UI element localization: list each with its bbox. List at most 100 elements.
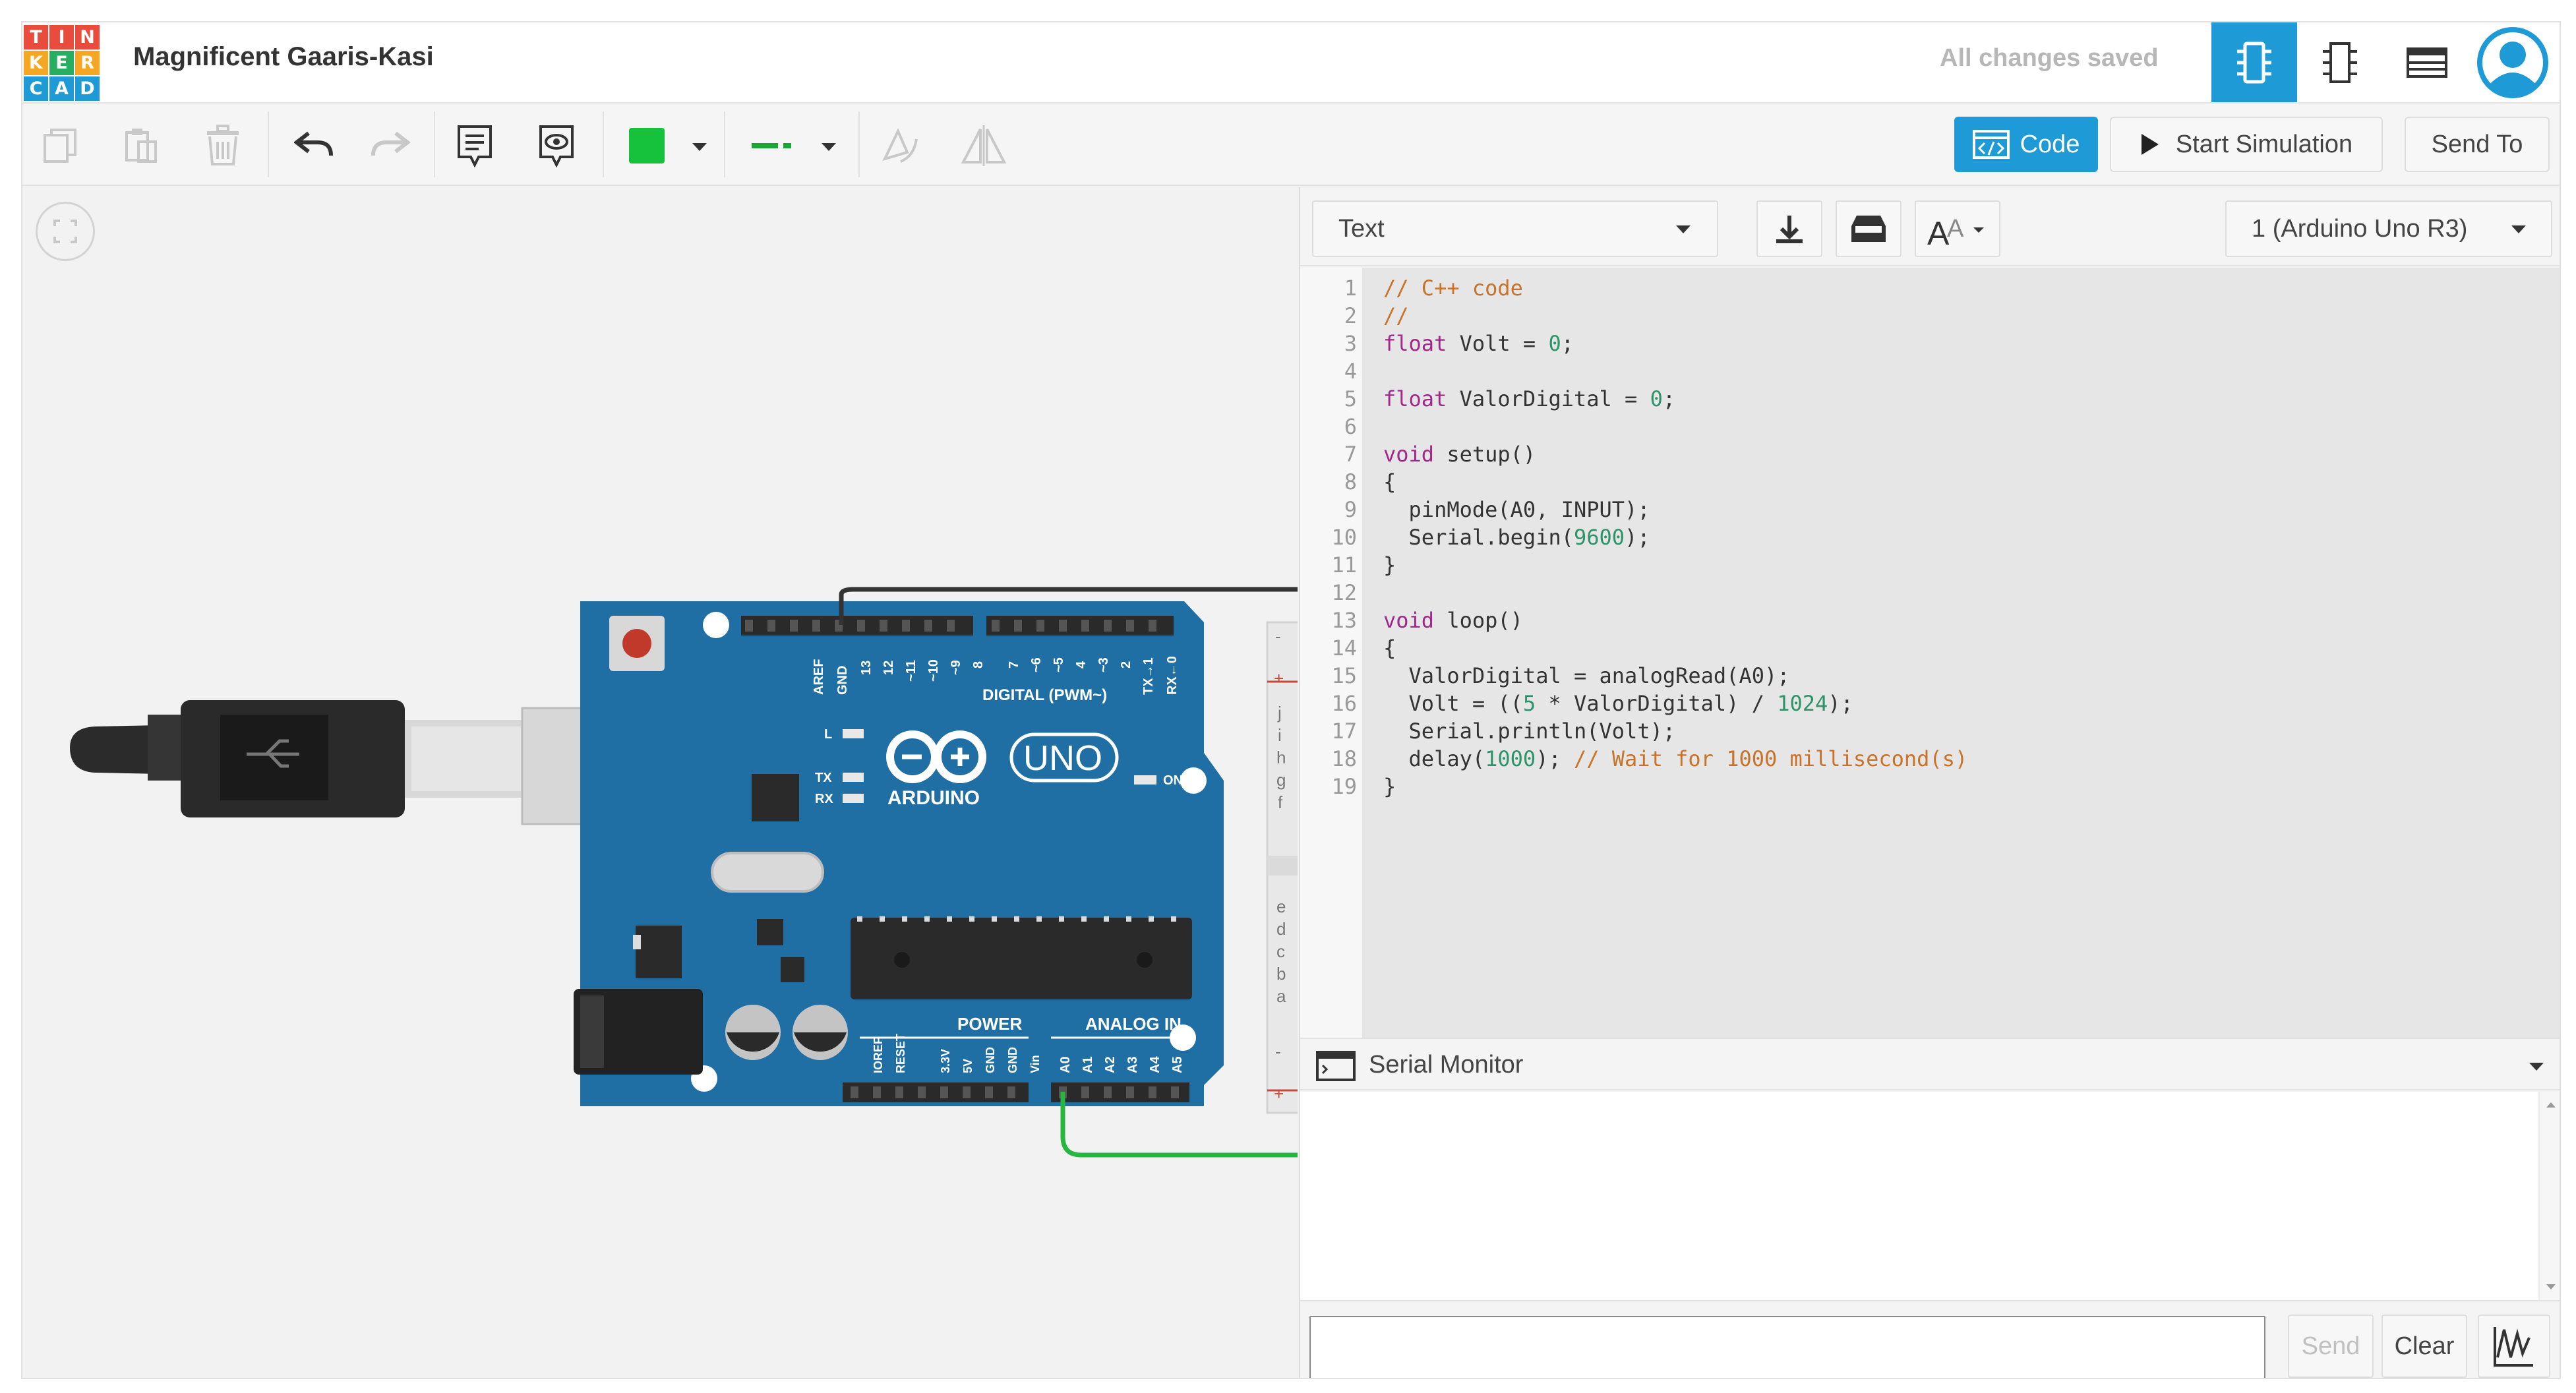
line-number: 3 (1344, 331, 1357, 356)
code-number: 1000 (1485, 746, 1536, 771)
code-line: Serial.println(Volt); (1383, 719, 1676, 744)
code-line: { (1383, 636, 1396, 661)
line-number: 8 (1344, 469, 1357, 494)
code-text: ); (1625, 525, 1650, 550)
code-text: ; (1662, 386, 1676, 411)
arduino-brand: ARDUINO (887, 787, 980, 809)
undo-button[interactable] (289, 121, 339, 171)
mirror-button[interactable] (959, 121, 1009, 171)
chevron-down-icon[interactable] (2529, 1063, 2544, 1071)
pin-label: ~11 (904, 660, 918, 682)
libraries-button[interactable] (1836, 200, 1902, 257)
led-l-label: L (824, 727, 832, 742)
usb-chip (752, 774, 799, 821)
logo-letter: E (49, 51, 74, 75)
row-label: f (1278, 792, 1283, 812)
user-icon (2477, 26, 2548, 98)
chevron-down-icon (1676, 225, 1691, 233)
fit-view-button[interactable] (36, 202, 95, 261)
paste-button[interactable] (116, 121, 166, 171)
code-number: 5 (1522, 691, 1536, 716)
clear-button[interactable]: Clear (2381, 1315, 2467, 1378)
pin-label: RX←0 (1165, 656, 1180, 695)
delete-button[interactable] (198, 121, 248, 171)
code-line: // C++ code (1383, 276, 1523, 301)
code-text: ); (1828, 691, 1853, 716)
rotate-button[interactable] (876, 121, 926, 171)
download-code-button[interactable] (1756, 200, 1822, 257)
serial-input[interactable] (1309, 1316, 2265, 1378)
code-text: setup() (1434, 442, 1536, 467)
wire-style-icon (752, 143, 791, 148)
scroll-up-icon[interactable] (2546, 1102, 2556, 1108)
serial-monitor-title: Serial Monitor (1369, 1051, 1524, 1079)
pin-label: AREF (812, 659, 826, 695)
toolbar: Code Start Simulation Send To (22, 104, 2560, 186)
code-icon (1972, 130, 2010, 159)
code-button[interactable]: Code (1954, 117, 2098, 172)
crystal (711, 852, 824, 893)
undo-icon (294, 131, 333, 156)
copy-button[interactable] (36, 121, 86, 171)
send-to-button[interactable]: Send To (2405, 117, 2550, 172)
code-line: void loop() (1383, 608, 1523, 633)
component-list-button[interactable] (2384, 22, 2470, 102)
line-number: 18 (1331, 746, 1357, 771)
chevron-down-icon (822, 143, 836, 151)
line-number: 9 (1344, 497, 1357, 522)
schematic-view-icon (2323, 42, 2357, 83)
code-text-area[interactable]: // C++ code // float Volt = 0; float Val… (1363, 268, 2560, 1038)
toolbar-divider (268, 111, 269, 177)
rail-label: + (1274, 1084, 1284, 1104)
top-header: T I N K E R C A D Magnificent Gaaris-Kas… (22, 22, 2560, 104)
code-editor[interactable]: 1 2 3 4 5 6 7 8 9 10 11 12 13 14 15 16 1… (1300, 268, 2560, 1038)
fill-color-dropdown[interactable] (624, 121, 709, 171)
tinkercad-logo[interactable]: T I N K E R C A D (24, 25, 100, 101)
serial-monitor-header[interactable]: Serial Monitor (1300, 1038, 2560, 1090)
code-mode-select[interactable]: Text (1312, 200, 1718, 257)
pin-label: A3 (1125, 1056, 1140, 1073)
start-simulation-button[interactable]: Start Simulation (2110, 117, 2383, 172)
library-icon (1851, 216, 1886, 242)
schematic-view-button[interactable] (2297, 22, 2383, 102)
user-avatar[interactable] (2470, 22, 2556, 102)
serial-monitor-footer: Send Clear (1300, 1300, 2560, 1378)
wire-style-dropdown[interactable] (744, 121, 843, 171)
serial-monitor-output[interactable] (1300, 1092, 2560, 1300)
circuit-view-button[interactable] (2211, 22, 2297, 102)
redo-button[interactable] (365, 121, 415, 171)
mirror-icon (961, 125, 1007, 166)
small-chip (757, 919, 783, 945)
line-number: 4 (1344, 359, 1357, 384)
project-name[interactable]: Magnificent Gaaris-Kasi (133, 42, 434, 71)
led-l (843, 729, 864, 738)
logo-letter: D (75, 76, 100, 101)
code-keyword: void (1383, 442, 1435, 467)
wire-gnd[interactable] (839, 587, 1298, 625)
usb-cable[interactable] (70, 700, 527, 817)
pin-label: A2 (1103, 1056, 1118, 1073)
wire-a0[interactable] (1060, 1092, 1298, 1158)
play-icon (2141, 134, 2159, 155)
graph-icon (2494, 1327, 2533, 1367)
code-text: delay( (1383, 746, 1485, 771)
device-select[interactable]: 1 (Arduino Uno R3) (2225, 200, 2552, 257)
note-visibility-button[interactable] (531, 121, 582, 171)
code-line: Volt = ((5 * ValorDigital) / 1024); (1383, 691, 1853, 716)
scroll-down-icon[interactable] (2546, 1284, 2556, 1289)
pin-label: A4 (1148, 1056, 1162, 1073)
serial-monitor-scrollbar[interactable] (2538, 1092, 2560, 1300)
notes-button[interactable] (450, 121, 500, 171)
pin-label: IOREF (872, 1037, 885, 1073)
send-button[interactable]: Send (2288, 1315, 2374, 1378)
circuit-canvas[interactable]: AREF GND 13 12 ~11 ~10 ~9 8 7 ~6 ~5 4 ~3… (22, 187, 1298, 1378)
regulator (636, 926, 682, 978)
analog-in-label: ANALOG IN (1085, 1014, 1182, 1034)
code-text: Volt = (1447, 331, 1549, 356)
line-number: 12 (1331, 580, 1357, 605)
atmega-chip (851, 918, 1192, 999)
graph-toggle-button[interactable] (2478, 1315, 2550, 1378)
digital-label: DIGITAL (PWM~) (982, 686, 1107, 704)
power-jack[interactable] (574, 989, 703, 1075)
